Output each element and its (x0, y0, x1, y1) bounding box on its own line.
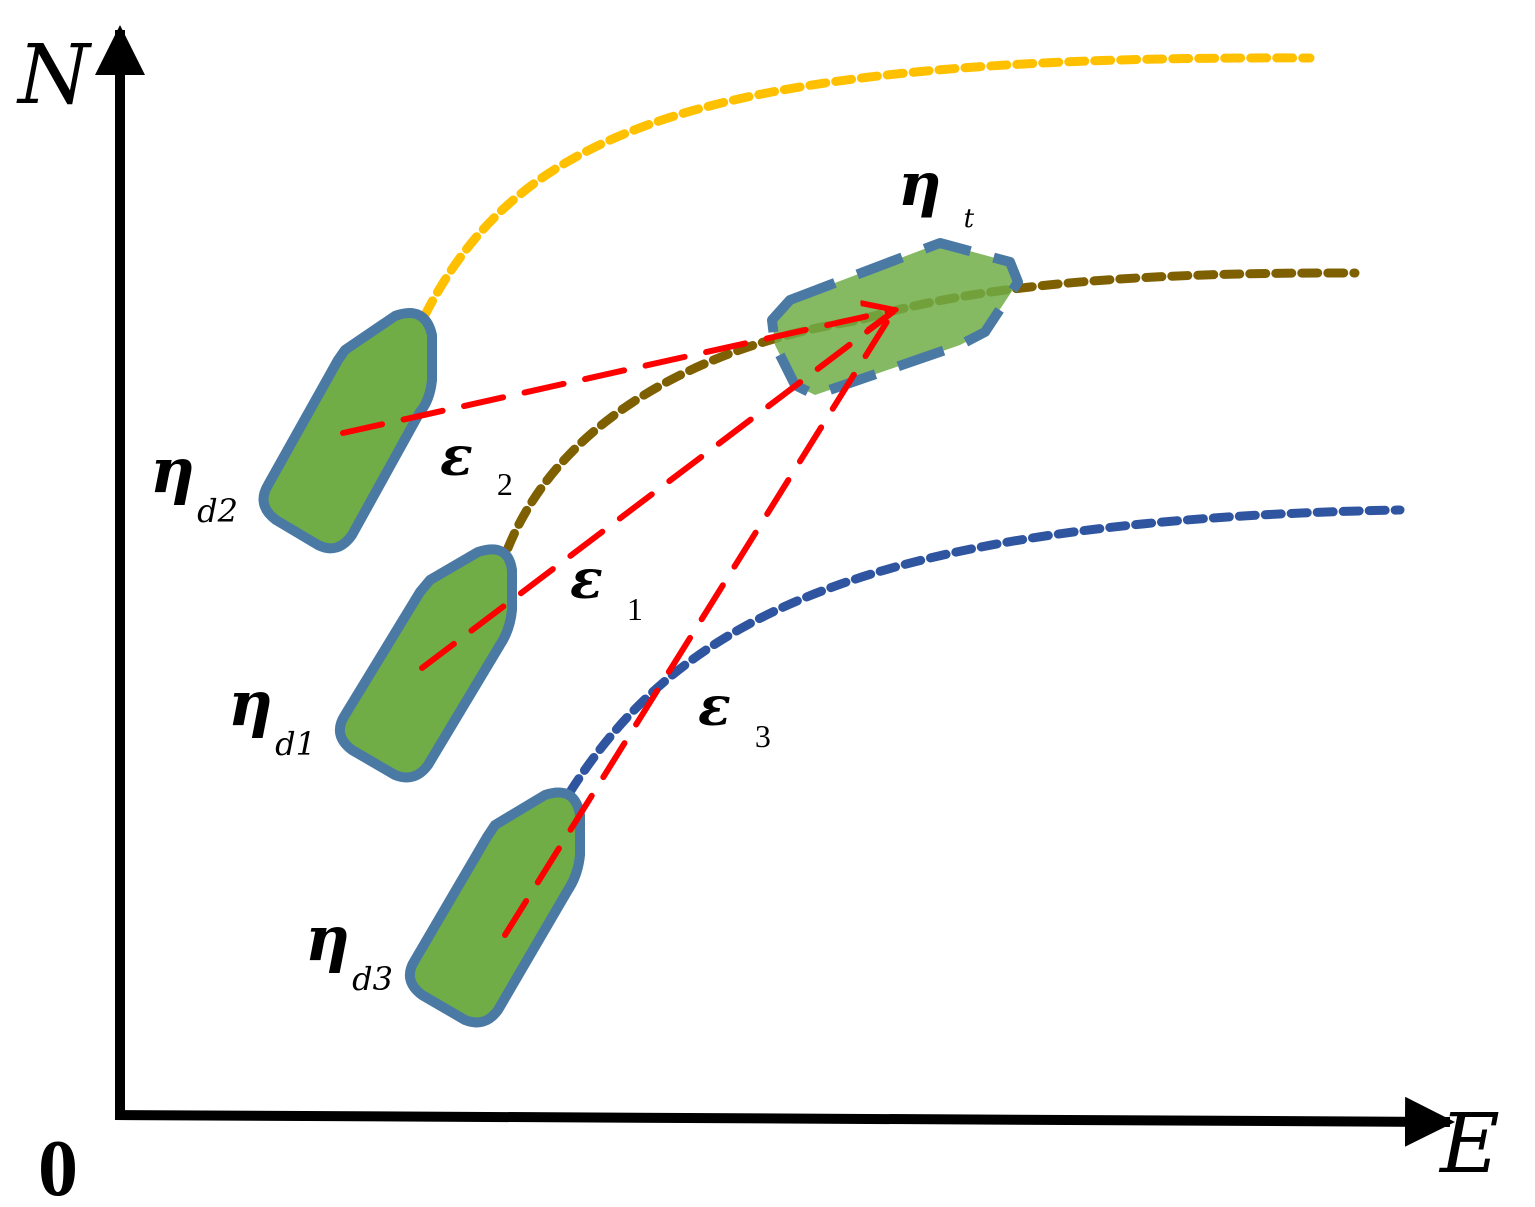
error-vector-2 (340, 310, 895, 436)
north-label: N (16, 28, 93, 123)
east-axis (114, 1096, 1455, 1147)
vessel-label-d3: ηd3 (305, 902, 393, 998)
reference-path-top (420, 53, 1315, 320)
east-label: E (1438, 1097, 1500, 1192)
error-vector-1 (419, 309, 896, 671)
error-vector-3 (502, 309, 896, 938)
origin-label: 0 (38, 1125, 78, 1207)
vessel-label-d2: ηd2 (150, 434, 238, 530)
vessel-d3 (404, 787, 585, 1028)
vessel-label-d1: ηd1 (228, 667, 316, 763)
reference-path-bottom (565, 505, 1405, 797)
target-vessel (767, 238, 1023, 400)
